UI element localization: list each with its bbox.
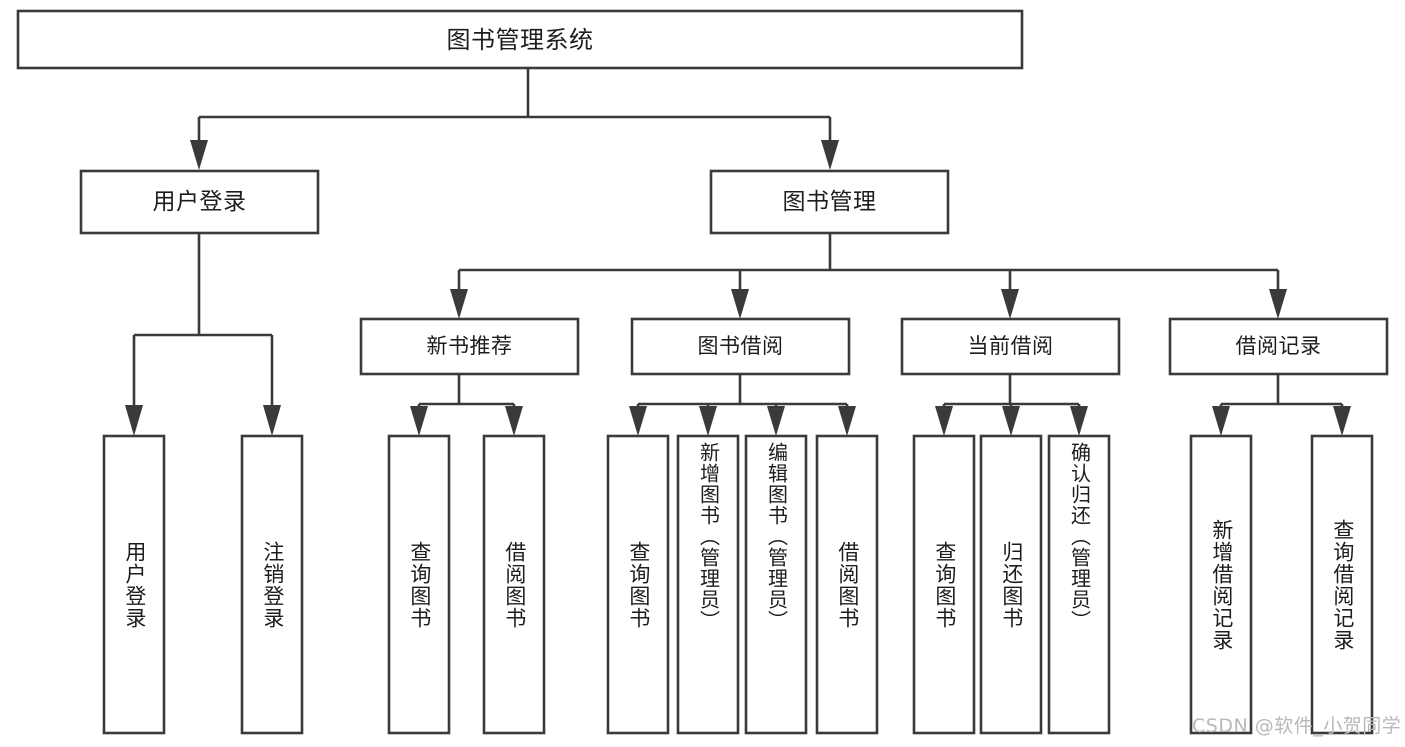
arrow-head-leaf-borrow-book-2 bbox=[838, 406, 856, 436]
arrow-head-leaf-borrow-book-1 bbox=[505, 406, 523, 436]
arrow-head-current-borrow bbox=[1001, 289, 1019, 319]
arrow-head-leaf-query-book-2 bbox=[629, 406, 647, 436]
arrow-head-to-book-management bbox=[821, 140, 839, 170]
node-leaf-query-record[interactable] bbox=[1310, 434, 1374, 735]
arrow-head-leaf-confirm-return bbox=[1070, 406, 1088, 436]
arrow-head-leaf-user-login bbox=[125, 405, 143, 436]
node-leaf-add-book[interactable] bbox=[676, 434, 740, 735]
arrow-head-new-book-recommend bbox=[450, 289, 468, 319]
node-leaf-query-book-3[interactable] bbox=[912, 434, 976, 735]
arrow-head-leaf-add-record bbox=[1212, 406, 1230, 436]
node-leaf-query-book-1[interactable] bbox=[387, 434, 451, 735]
node-leaf-confirm-return[interactable] bbox=[1047, 434, 1111, 735]
arrow-head-leaf-logout bbox=[263, 405, 281, 436]
node-leaf-query-book-2[interactable] bbox=[606, 434, 670, 735]
node-leaf-logout[interactable] bbox=[240, 434, 304, 735]
arrow-head-to-user-login bbox=[190, 140, 208, 170]
arrow-head-leaf-query-record bbox=[1333, 406, 1351, 436]
node-leaf-edit-book[interactable] bbox=[744, 434, 808, 735]
node-leaf-return-book[interactable] bbox=[979, 434, 1043, 735]
node-user-login[interactable] bbox=[79, 169, 320, 235]
node-leaf-borrow-book-2[interactable] bbox=[815, 434, 879, 735]
arrow-head-borrow-records bbox=[1269, 289, 1287, 319]
node-leaf-borrow-book-1[interactable] bbox=[482, 434, 546, 735]
node-borrow-records[interactable] bbox=[1168, 317, 1389, 376]
arrow-head-leaf-add-book bbox=[699, 406, 717, 436]
node-leaf-add-record[interactable] bbox=[1189, 434, 1253, 735]
arrow-head-leaf-query-book-3 bbox=[935, 406, 953, 436]
node-current-borrow[interactable] bbox=[900, 317, 1121, 376]
arrow-head-leaf-edit-book bbox=[767, 406, 785, 436]
arrow-head-leaf-query-book-1 bbox=[410, 406, 428, 436]
node-root-book-management-system[interactable] bbox=[16, 9, 1024, 70]
arrow-head-leaf-return-book bbox=[1002, 406, 1020, 436]
node-leaf-user-login[interactable] bbox=[102, 434, 166, 735]
node-book-management[interactable] bbox=[709, 169, 950, 235]
node-new-book-recommend[interactable] bbox=[359, 317, 580, 376]
node-book-borrow[interactable] bbox=[630, 317, 851, 376]
arrow-head-book-borrow bbox=[731, 289, 749, 319]
